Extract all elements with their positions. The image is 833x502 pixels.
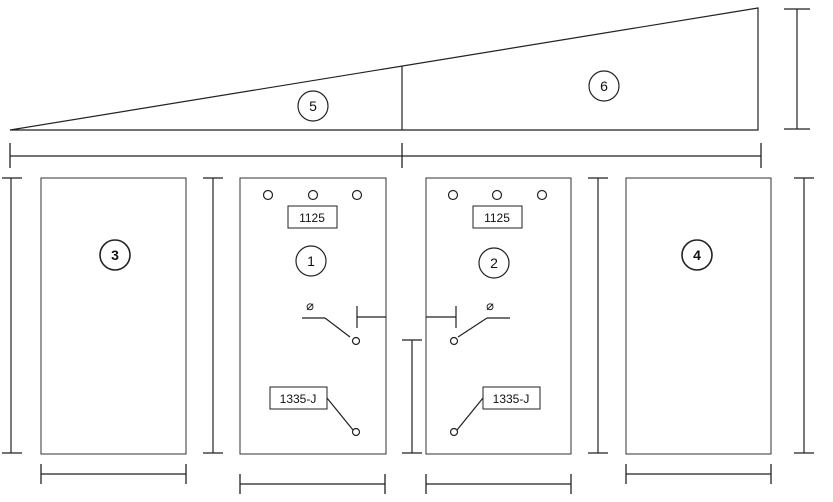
panel-2-leader: [456, 397, 484, 431]
panel-1-mount-hole: [262, 189, 274, 201]
panel-1-bottom-plate-text: 1335-J: [280, 392, 317, 406]
panel-1-terminal: [351, 427, 361, 437]
panel-1-switch-blade: [324, 317, 351, 338]
panel-3-rect: [40, 177, 187, 455]
panel-4-label: 4: [693, 247, 701, 263]
panel-1-mount-hole: [351, 189, 363, 201]
ramp-group: 5 6: [9, 7, 759, 131]
ramp-5-badge: 5: [297, 90, 329, 122]
panel-2-switch-blade: [457, 317, 488, 338]
panel-4-height-dimension: [794, 177, 814, 454]
panel-1-height-dimension: [203, 177, 223, 454]
panel-2-switch-contact: [449, 336, 459, 346]
panel-1-circle: [295, 245, 327, 277]
panel-4: 4: [625, 177, 772, 455]
panel-1-top-plate: [287, 205, 338, 229]
panel-1-width-dimension: [239, 474, 386, 494]
panel-1-label: 1: [307, 253, 315, 269]
panel-4-width-dimension: [625, 464, 772, 484]
panel-2-label: 2: [490, 255, 498, 271]
panel-4-rect: [625, 177, 772, 455]
ramp-6-circle: [588, 70, 620, 102]
ramp-5-circle: [297, 90, 329, 122]
panel-2-terminal: [449, 427, 459, 437]
panel-3-width-dimension: [40, 464, 187, 484]
ramp-width-dimension: [9, 143, 762, 168]
panel-2-height-dimension: [588, 177, 608, 454]
ramp-5-label: 5: [309, 98, 317, 114]
panel-2-width-dimension: [425, 474, 572, 494]
panel-3-label: 3: [111, 247, 119, 263]
panel-1-mount-hole: [307, 189, 319, 201]
ramp-outline: [9, 7, 759, 131]
panel-2: 1125 2 ⌀ 1335-J: [425, 177, 572, 455]
panel-1-top-plate-text: 1125: [299, 211, 325, 225]
ramp-height-dimension: [784, 8, 810, 130]
panel-1: 1125 1 ⌀ 1335-J: [239, 177, 387, 455]
panel-1-switch-contact: [351, 336, 361, 346]
panel-3: 3: [40, 177, 187, 455]
panel-1-switch-symbol: ⌀: [306, 298, 314, 313]
panel-2-mount-hole: [491, 189, 503, 201]
ramp-6-badge: 6: [588, 70, 620, 102]
panel-gap-dimension: [402, 339, 422, 454]
panel-2-top-plate: [472, 205, 523, 229]
panel-2-bottom-plate-text: 1335-J: [493, 392, 530, 406]
panel-4-circle: [681, 239, 713, 271]
panel-3-height-dimension: [2, 177, 22, 454]
panel-2-switch-symbol: ⌀: [486, 298, 494, 313]
panel-2-circle: [478, 247, 510, 279]
ramp-6-label: 6: [600, 78, 608, 94]
panel-1-leader: [326, 397, 354, 431]
panel-2-mount-hole: [447, 189, 459, 201]
panel-3-circle: [99, 239, 131, 271]
panel-2-mount-hole: [536, 189, 548, 201]
panel-2-top-plate-text: 1125: [484, 211, 510, 225]
